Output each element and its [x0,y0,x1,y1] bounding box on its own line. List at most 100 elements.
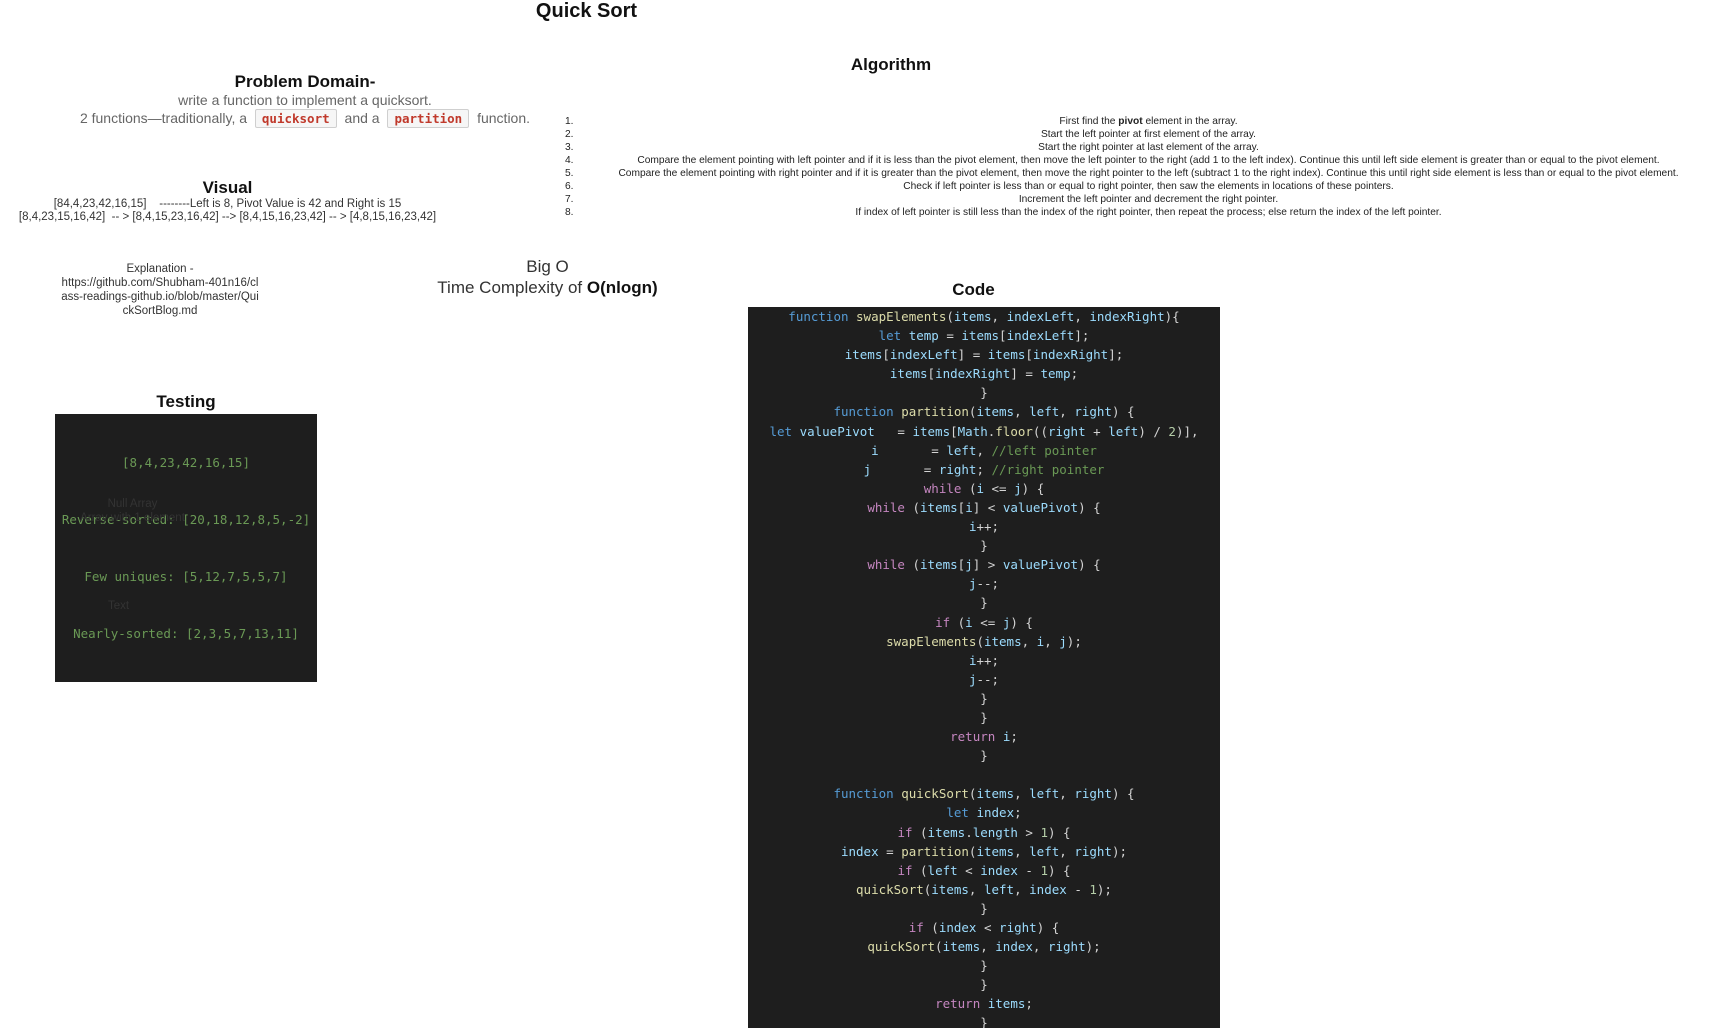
code-token: ) { [1047,824,1071,840]
algorithm-title: Algorithm [850,55,932,74]
code-token: } [980,538,988,554]
code-line: j--; [748,670,1220,689]
code-token: ) / [1138,423,1169,439]
code-token: , [968,881,984,897]
code-token: valuePivot [1002,557,1079,573]
code-line: let temp = items[indexLeft]; [748,326,1220,345]
code-token: = [874,423,913,439]
algorithm-step-text-part: Start the left pointer at first element … [1041,129,1256,140]
algorithm-step-number: 2. [565,129,574,140]
code-token: indexRight [1032,347,1109,363]
code-token: left [1029,404,1060,420]
code-token: left [1029,786,1060,802]
algorithm-step-text-part: Check if left pointer is less than or eq… [903,181,1394,192]
visual-line1: [84,4,23,42,16,15] --------Left is 8, Pi… [53,198,402,210]
code-line: } [748,383,1220,402]
visual-section: Visual [84,4,23,42,16,15] --------Left i… [0,178,455,224]
code-token: left [946,442,977,458]
code-token: > [1017,824,1041,840]
code-line: j = right; //right pointer [748,460,1220,479]
code-token: ) { [1111,786,1135,802]
code-token: j [1014,480,1022,496]
code-token: , [1014,843,1030,859]
code-token: , [976,442,992,458]
code-token: ]; [1108,347,1124,363]
code-token: - [1017,862,1041,878]
code-token: )], [1175,423,1199,439]
code-token: ] = [957,347,988,363]
code-token: ) { [1047,862,1071,878]
code-token: , [1059,404,1075,420]
code-line: } [748,708,1220,727]
testing-title: Testing [156,392,216,411]
code-token: } [980,748,988,764]
algorithm-step-text: First find the pivot element in the arra… [1059,116,1237,127]
code-token: left [1029,843,1060,859]
code-line: quickSort(items, left, index - 1); [748,880,1220,899]
code-token: partition [901,404,969,420]
code-line: } [748,593,1220,612]
code-token: ( [968,843,977,859]
text-label: Text [108,600,130,612]
code-token: if [908,920,932,935]
code-token: . [965,824,973,840]
code-token: [ [957,499,966,515]
code-token: left [983,881,1015,897]
code-token: , [991,309,1007,324]
code-token: ; [1014,805,1022,821]
code-token: ( [920,824,928,840]
algorithm-step: 6.Check if left pointer is less than or … [565,180,1732,193]
code-line: return i; [748,727,1220,746]
code-token: right [1074,843,1112,859]
code-token: left [927,862,958,878]
code-token: --; [976,576,1000,592]
code-token: return [950,729,1003,745]
code-token: items [920,499,958,515]
code-token: ( [912,499,921,515]
code-token: , [980,939,996,955]
code-line: function quickSort(items, left, right) { [748,784,1220,803]
code-token: quickSort [856,881,924,897]
quicksort-code-chip: quicksort [254,109,337,128]
big-o-prefix: Time Complexity of [437,278,587,297]
code-token: ) { [1036,920,1060,935]
code-line: i = left, //left pointer [748,441,1220,460]
code-token: <= [984,480,1015,496]
explanation-link[interactable]: https://github.com/Shubham-401n16/class-… [61,277,259,317]
code-token: let [946,805,977,821]
code-token: } [980,958,988,974]
code-line: i++; [748,517,1220,536]
code-token: [ [882,347,890,363]
testing-extra: Null Array Array with 1 element [55,497,210,525]
code-token: while [867,557,913,573]
code-token: swapElements [856,309,947,324]
code-token: , [1014,881,1030,897]
code-token: ){ [1164,309,1180,324]
code-token: items [976,786,1015,802]
code-line: items[indexLeft] = items[indexRight]; [748,345,1220,364]
code-block: function swapElements(items, indexLeft, … [748,307,1220,1028]
code-token: 1 [1040,824,1048,840]
code-line: } [748,975,1220,994]
algorithm-step-text: Check if left pointer is less than or eq… [903,181,1393,192]
algorithm-step-number: 7. [565,194,574,205]
algorithm-step-text-part: First find the [1059,116,1119,127]
algorithm-step-text-part: Start the right pointer at last element … [1038,142,1259,153]
algorithm-step-text-part: Compare the element pointing with left p… [637,155,1660,166]
code-token: ; [1070,366,1079,382]
page-title: Quick Sort [535,0,638,22]
code-token: } [980,900,988,916]
code-line: return items; [748,994,1220,1013]
code-token: ); [1111,843,1128,859]
code-token: 1 [1089,881,1097,897]
algorithm-step-text: If index of left pointer is still less t… [855,207,1441,218]
code-token: ( [931,920,939,935]
big-o-value: O(nlogn) [586,278,658,297]
code-token: index [995,939,1033,955]
code-token: [ [1025,347,1033,363]
problem-domain-title: Problem Domain- [234,72,376,91]
partition-code-chip: partition [387,109,470,128]
algorithm-step-text: Increment the left pointer and decrement… [1019,194,1278,205]
code-token: = [878,442,947,458]
test-case: Reverse-sorted: [20,18,12,8,5,-2] [61,512,311,527]
